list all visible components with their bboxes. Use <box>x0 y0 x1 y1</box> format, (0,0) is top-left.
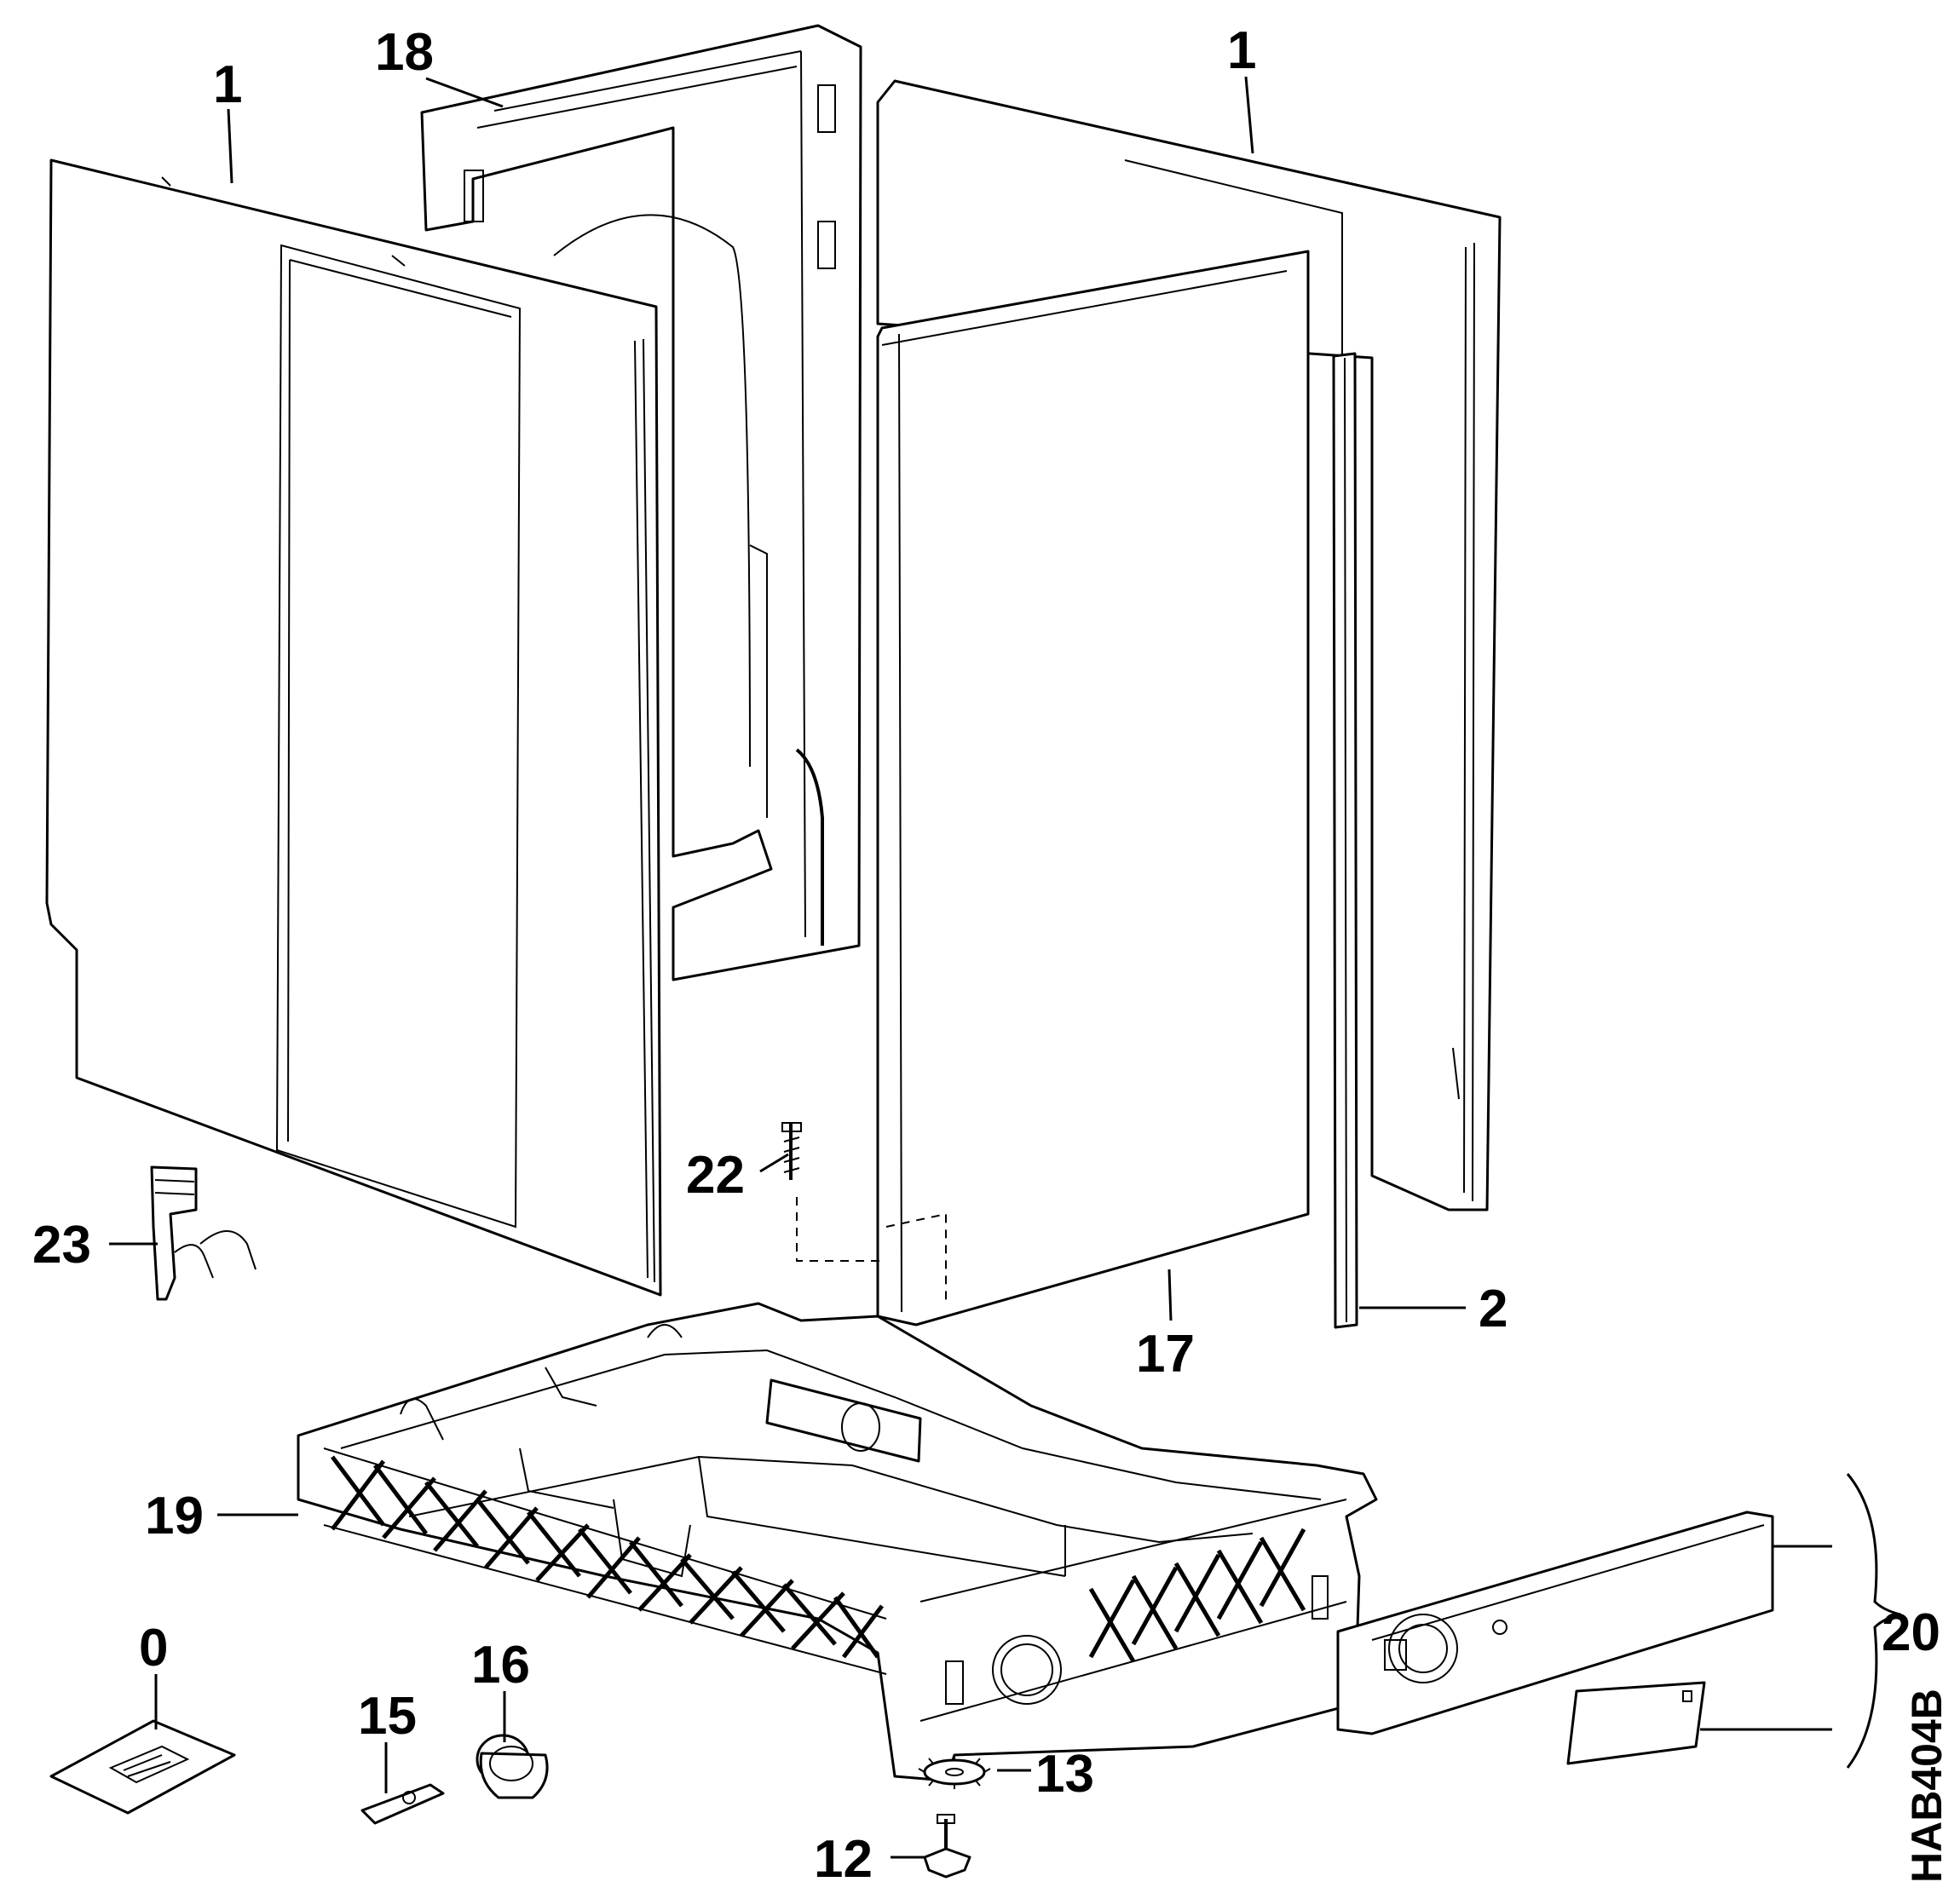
door-panel-part-17 <box>796 250 1310 1326</box>
base-tray-part-19 <box>297 1302 1378 1782</box>
callout-19: 19 <box>145 1487 204 1545</box>
callout-1-right: 1 <box>1227 21 1256 80</box>
callout-1-left: 1 <box>213 55 242 114</box>
callout-17: 17 <box>1136 1325 1195 1384</box>
callout-23: 23 <box>32 1216 91 1275</box>
rating-plate-part-0 <box>49 1719 236 1815</box>
callout-15: 15 <box>358 1687 417 1746</box>
callout-13: 13 <box>1035 1745 1094 1804</box>
star-washer-part-13 <box>918 1755 991 1789</box>
drawing-code: HAB404B <box>1903 1689 1951 1883</box>
leader-lines <box>109 76 1901 1859</box>
callout-22: 22 <box>686 1146 745 1205</box>
callout-18: 18 <box>375 23 434 82</box>
callout-16: 16 <box>471 1636 530 1695</box>
screw-part-22 <box>781 1122 802 1180</box>
callout-0: 0 <box>139 1619 168 1677</box>
clip-part-23 <box>150 1165 257 1301</box>
side-panel-left-part-1 <box>45 158 662 1297</box>
rear-frame-part-18 <box>420 24 862 981</box>
kick-plate-part-20 <box>1336 1511 1774 1765</box>
callout-labels: 1 18 1 22 23 2 17 19 20 0 16 15 13 12 HA… <box>32 21 1951 1889</box>
callout-20: 20 <box>1882 1603 1940 1662</box>
callout-2: 2 <box>1479 1280 1507 1338</box>
seal-strip-part-2 <box>1332 352 1358 1329</box>
callout-12: 12 <box>814 1830 873 1889</box>
foot-cap-part-16 <box>476 1734 549 1799</box>
adjustable-foot-part-12 <box>923 1814 971 1879</box>
bracket-part-15 <box>360 1783 445 1825</box>
